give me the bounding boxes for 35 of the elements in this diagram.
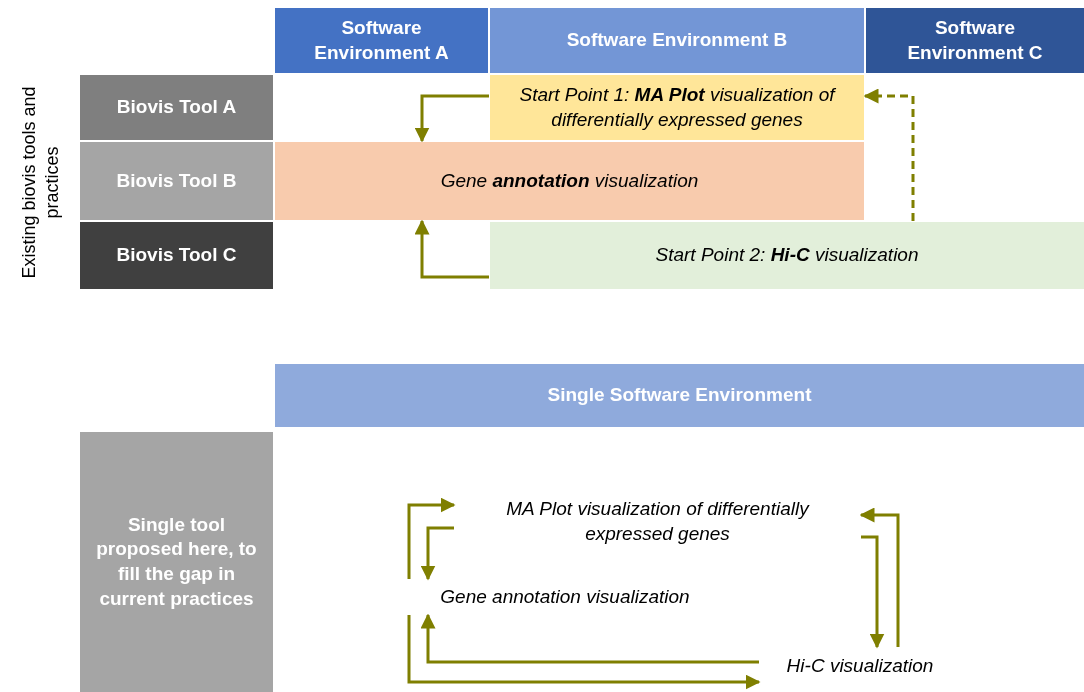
row-header: [80, 222, 273, 289]
node-text: Start Point 2: Hi-C visualization: [655, 243, 919, 268]
process-band: [275, 142, 864, 220]
process-band: [490, 75, 864, 140]
column-header: [866, 8, 1084, 73]
arrow: [407, 497, 456, 579]
row-header: [80, 142, 273, 220]
arrow: [407, 615, 761, 690]
node-text: Biovis Tool B: [116, 168, 237, 193]
arrow: [414, 219, 489, 279]
process-band: [490, 222, 1084, 289]
node-text: Single tool proposed here, to fill the gap in current practices: [95, 512, 258, 611]
column-header: [490, 8, 864, 73]
arrow: [863, 88, 915, 221]
column-header: [275, 364, 1084, 427]
node-text: Software Environment A: [313, 15, 450, 65]
node-text: Gene annotation visualization: [440, 168, 699, 193]
arrow: [861, 535, 885, 649]
row-header: [80, 432, 273, 692]
node-text: MA Plot visualization of differentially expressed genes: [505, 497, 811, 546]
row-header: [80, 75, 273, 140]
side-label: Existing biovis tools and practices: [17, 85, 63, 281]
arrow: [414, 94, 489, 143]
column-header: [275, 8, 488, 73]
node-text: Software Environment C: [906, 15, 1044, 65]
node-text: Biovis Tool C: [116, 243, 237, 268]
node-text: Software Environment B: [566, 28, 788, 53]
node-text: Start Point 1: MA Plot visualization of differentially expressed genes: [518, 82, 837, 132]
arrow: [859, 507, 900, 647]
arrow: [420, 526, 454, 581]
node-text: Single Software Environment: [547, 383, 812, 408]
node-text: Biovis Tool A: [116, 95, 237, 120]
arrow: [420, 613, 759, 664]
node-text: Hi-C visualization: [786, 653, 934, 678]
node-text: Gene annotation visualization: [440, 584, 690, 609]
